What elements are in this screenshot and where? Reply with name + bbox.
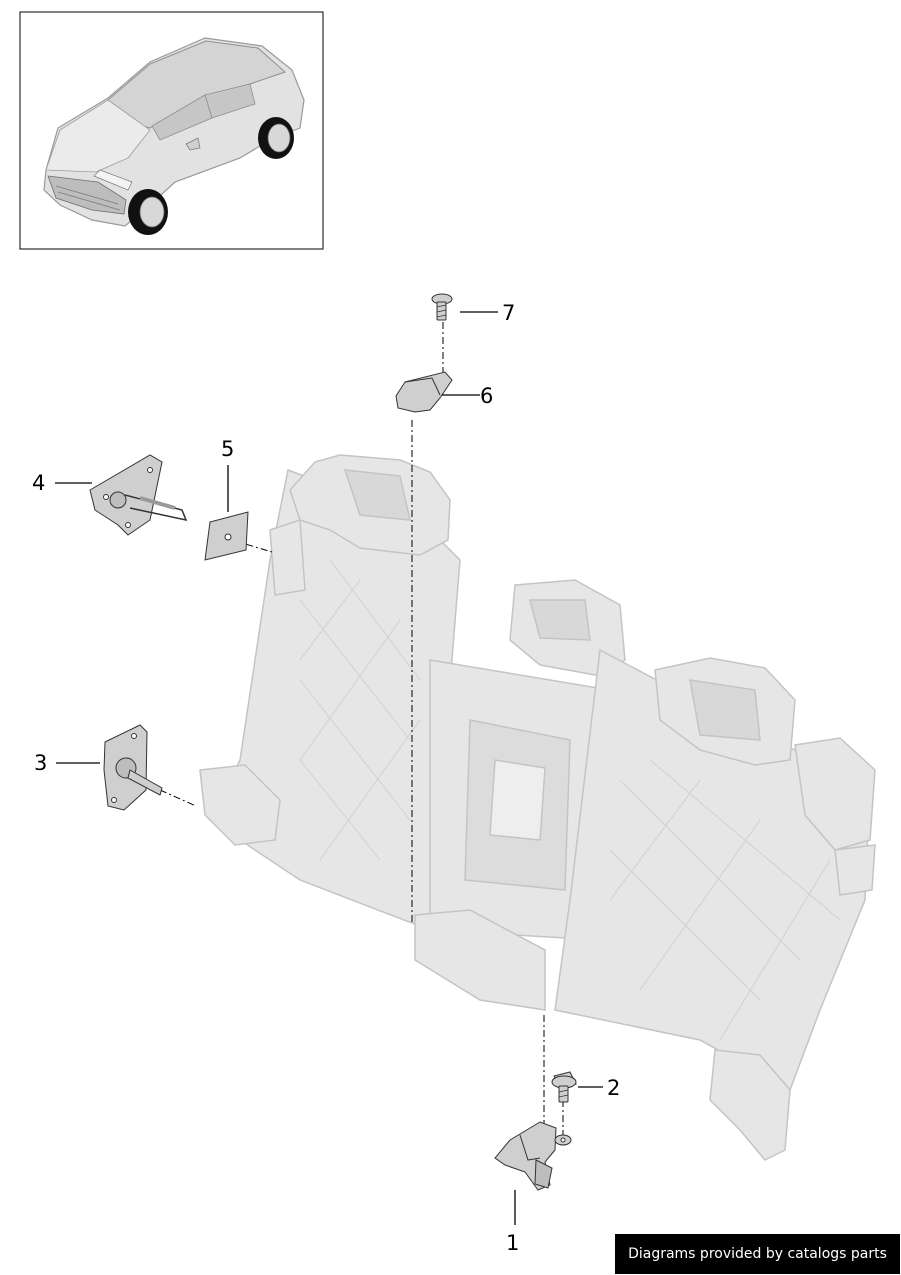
part-7-screw	[431, 293, 453, 321]
part-6-cover-cap	[395, 371, 453, 413]
part-2-bolt	[551, 1071, 577, 1103]
callout-numbers: 1 2 3 4 5 6 7	[32, 301, 620, 1255]
callout-1: 1	[506, 1231, 519, 1255]
part-3-striker-bracket	[103, 724, 163, 811]
seat-backrest-frame-ghost	[199, 454, 876, 1161]
vehicle-thumbnail	[19, 11, 324, 250]
part-1-hinge-bracket	[494, 1121, 572, 1191]
vehicle-illustration	[43, 37, 305, 235]
assembly-guide-lines	[159, 322, 564, 1135]
callout-4: 4	[32, 471, 45, 495]
part-5-pad	[204, 511, 249, 561]
part-4-striker-bracket	[89, 454, 188, 536]
callout-6: 6	[480, 384, 493, 408]
callout-3: 3	[34, 751, 47, 775]
callout-leaders	[55, 311, 603, 1225]
callout-5: 5	[221, 437, 234, 461]
callout-2: 2	[607, 1076, 620, 1100]
credit-banner: Diagrams provided by catalogs parts	[615, 1234, 900, 1274]
callout-7: 7	[502, 301, 515, 325]
